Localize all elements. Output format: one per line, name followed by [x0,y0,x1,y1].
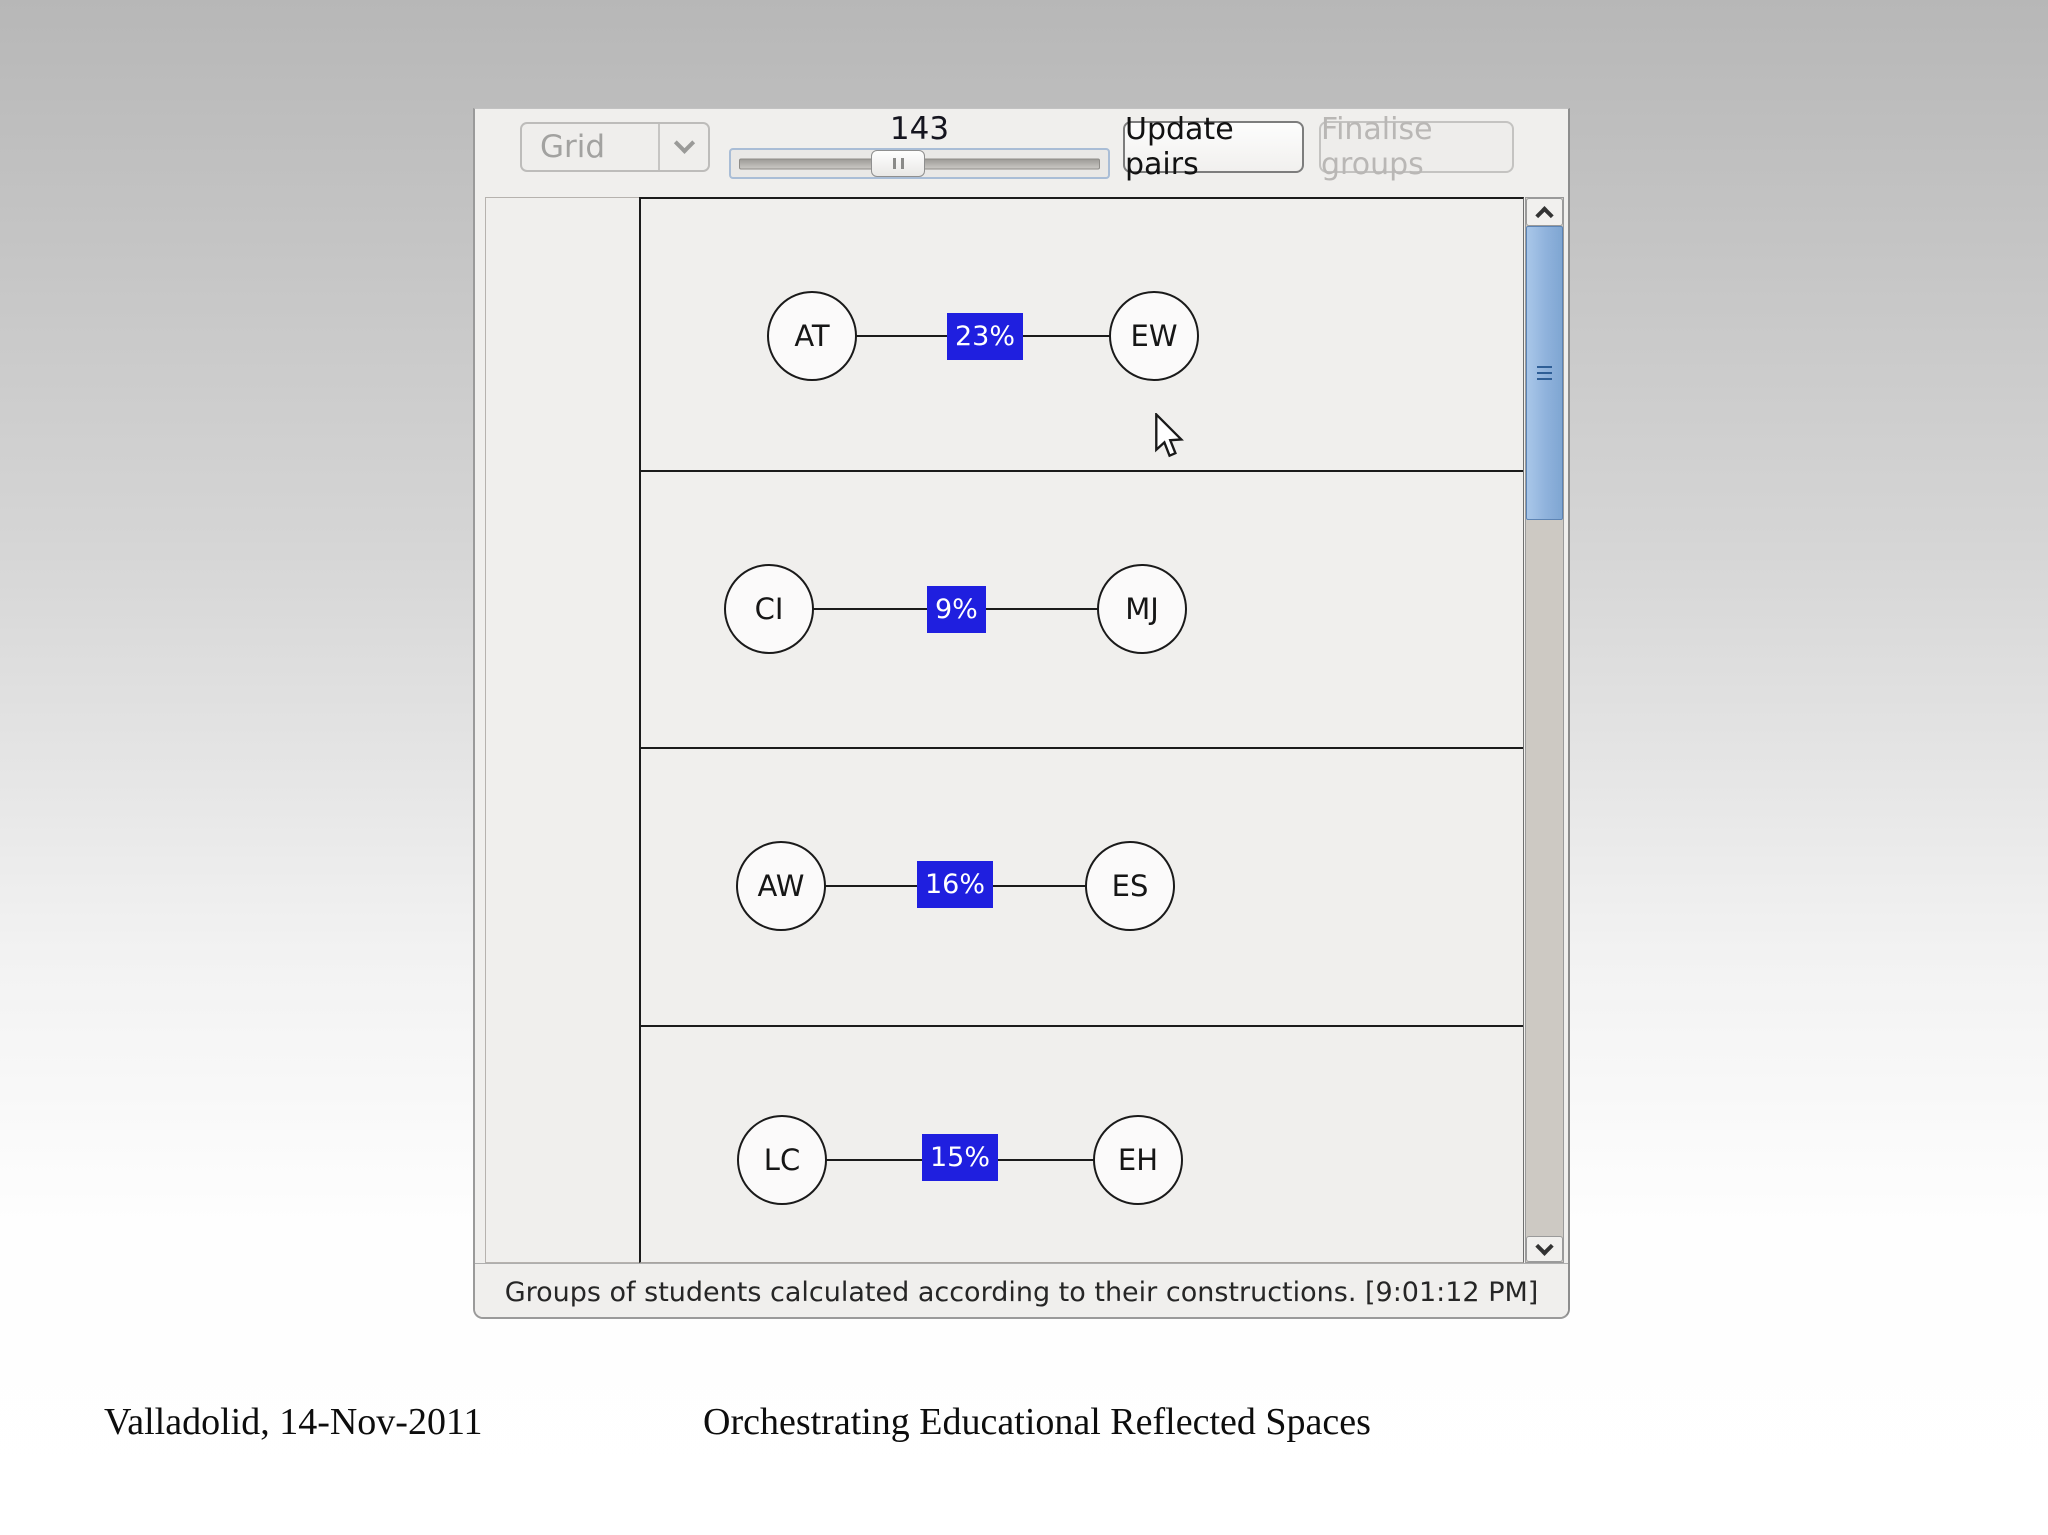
scroll-down-button[interactable] [1526,1236,1563,1262]
grid-dropdown-value: Grid [540,129,606,165]
chevron-up-icon [1535,205,1554,225]
slide-footer-title: Orchestrating Educational Reflected Spac… [703,1401,1371,1443]
vertical-scrollbar[interactable] [1525,197,1564,1263]
slider-thumb-grip-icon [900,158,904,169]
scroll-up-button[interactable] [1526,198,1563,226]
pair-row: LC 15% EH [641,1027,1523,1262]
chevron-down-icon [673,132,695,154]
left-column [485,197,639,1263]
similarity-badge: 23% [947,313,1024,360]
grid-dropdown[interactable]: Grid [520,122,710,172]
scrollbar-grip-icon [1537,366,1552,368]
scrollbar-grip-icon [1537,378,1552,380]
slider-thumb-grip-icon [892,158,896,169]
chevron-down-icon [1535,1236,1554,1256]
status-bar: Groups of students calculated according … [475,1263,1568,1317]
similarity-badge: 15% [922,1134,999,1181]
pair-row: AW 16% ES [641,749,1523,1027]
student-node[interactable]: MJ [1097,564,1187,654]
student-node[interactable]: AW [736,841,826,931]
pair-slider[interactable] [729,148,1110,179]
similarity-badge: 16% [917,861,994,908]
scrollbar-grip-icon [1537,372,1552,374]
update-pairs-button[interactable]: Update pairs [1123,112,1304,182]
cursor-icon [1153,411,1189,467]
pair-slider-group: 143 [729,109,1110,197]
student-node[interactable]: ES [1085,841,1175,931]
student-node[interactable]: CI [724,564,814,654]
similarity-badge: 9% [927,586,986,633]
grouping-app-window: Grid 143 Update pairs Finalise groups AT [473,108,1570,1319]
slide-footer-date: Valladolid, 14-Nov-2011 [104,1401,483,1443]
pairs-panel: AT 23% EW CI 9% MJ AW 16% ES LC 15% EH [639,197,1524,1263]
pair-row: AT 23% EW [641,199,1523,472]
slider-thumb[interactable] [871,150,925,177]
finalise-groups-button[interactable]: Finalise groups [1319,112,1514,182]
student-node[interactable]: AT [767,291,857,381]
scrollbar-thumb[interactable] [1526,226,1563,520]
pair-slider-value: 143 [889,111,950,147]
student-node[interactable]: LC [737,1115,827,1205]
toolbar: Grid 143 Update pairs Finalise groups [475,109,1568,197]
student-node[interactable]: EH [1093,1115,1183,1205]
student-node[interactable]: EW [1109,291,1199,381]
grid-dropdown-button[interactable] [658,124,708,170]
pair-row: CI 9% MJ [641,472,1523,749]
